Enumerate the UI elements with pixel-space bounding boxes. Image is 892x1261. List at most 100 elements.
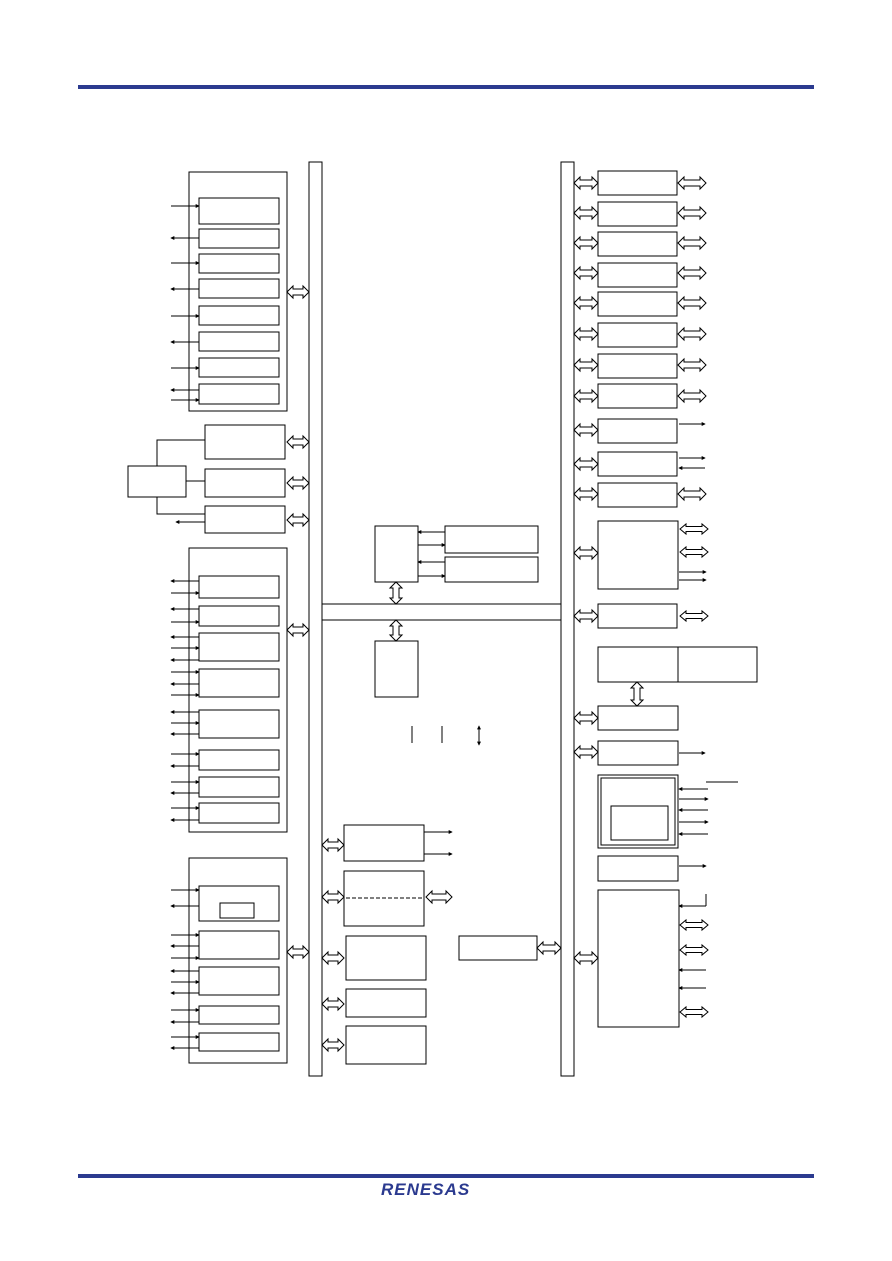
double-arrow (321, 1037, 345, 1053)
block (600, 777, 676, 846)
double-arrow (629, 681, 645, 707)
block (597, 889, 680, 1028)
double-arrow (679, 943, 709, 957)
double-arrow (677, 205, 707, 221)
block (345, 1025, 427, 1065)
block (343, 824, 425, 862)
double-arrow (573, 486, 599, 502)
double-arrow (573, 295, 599, 311)
block (198, 331, 280, 352)
block (198, 197, 280, 225)
block (597, 353, 678, 379)
block (597, 231, 678, 257)
block (458, 935, 538, 961)
block (198, 357, 280, 378)
double-arrow (677, 235, 707, 251)
double-arrow (573, 357, 599, 373)
double-arrow (573, 710, 599, 726)
block (204, 468, 286, 498)
block (204, 424, 286, 460)
block (204, 505, 286, 534)
block (444, 525, 539, 554)
double-arrow (573, 265, 599, 281)
block (198, 1005, 280, 1025)
block (198, 802, 280, 824)
pin-signals (170, 204, 738, 1050)
double-arrow (677, 326, 707, 342)
block (597, 520, 679, 590)
block (597, 603, 678, 629)
block (345, 988, 427, 1018)
double-arrow (679, 609, 709, 623)
double-arrow (677, 265, 707, 281)
double-arrow (573, 326, 599, 342)
block (444, 556, 539, 583)
upper-bus-region (321, 162, 561, 605)
left-internal-bus (308, 161, 323, 1077)
double-arrow (677, 295, 707, 311)
double-arrow (321, 950, 345, 966)
double-arrow (321, 996, 345, 1012)
double-arrow (388, 581, 404, 605)
block (198, 575, 280, 599)
block (374, 640, 419, 698)
double-arrow (286, 944, 310, 960)
block (198, 885, 280, 922)
block (597, 740, 679, 766)
block (198, 930, 280, 960)
left-group-1 (188, 171, 288, 412)
block (198, 632, 280, 662)
double-arrow (573, 456, 599, 472)
block (198, 749, 280, 771)
double-arrow (573, 388, 599, 404)
footer-rule (78, 1174, 814, 1178)
block (198, 668, 280, 698)
block (198, 605, 280, 627)
double-arrow (677, 388, 707, 404)
block (597, 201, 678, 227)
header-rule (78, 85, 814, 89)
block (198, 1032, 280, 1052)
block (343, 870, 425, 927)
double-arrow (425, 889, 453, 905)
lower-bus-region (321, 619, 562, 1076)
left-group-3 (188, 857, 288, 1064)
block (597, 322, 678, 348)
right-internal-bus (560, 161, 575, 1077)
double-arrow (679, 545, 709, 559)
block (198, 709, 280, 739)
block (127, 465, 187, 498)
block (198, 278, 280, 299)
double-arrow (679, 522, 709, 536)
signal-line (705, 781, 738, 906)
double-arrow (677, 175, 707, 191)
block (198, 228, 280, 249)
double-arrow (573, 608, 599, 624)
double-arrow (286, 434, 310, 450)
block (677, 646, 758, 683)
block (597, 451, 678, 477)
block (597, 646, 679, 683)
double-arrow (573, 744, 599, 760)
double-arrow (679, 1005, 709, 1019)
double-arrow (321, 837, 345, 853)
block (374, 525, 419, 583)
double-arrow (321, 889, 345, 905)
block (597, 383, 678, 409)
block (597, 774, 679, 849)
double-arrow (286, 475, 310, 491)
block (597, 418, 678, 444)
renesas-logo: RENESAS (381, 1180, 471, 1199)
double-arrow (573, 422, 599, 438)
sub-block (219, 902, 255, 919)
double-arrow (286, 284, 310, 300)
block (198, 383, 280, 405)
block (345, 935, 427, 981)
block (597, 291, 678, 317)
double-arrow (286, 512, 310, 528)
double-arrow (536, 940, 562, 956)
double-arrow (573, 205, 599, 221)
bus-connectors (286, 175, 709, 1053)
double-arrow (286, 622, 310, 638)
